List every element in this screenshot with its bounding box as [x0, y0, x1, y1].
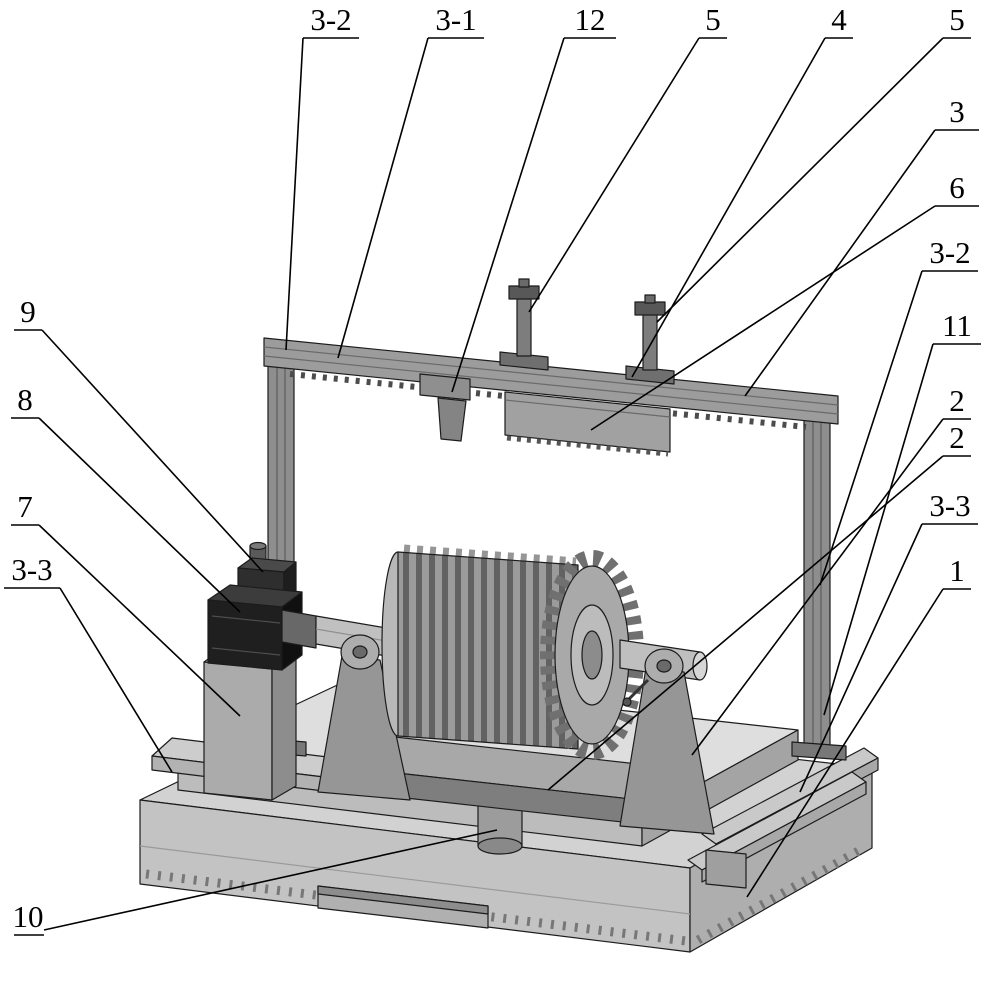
label-3: 3 — [949, 94, 965, 129]
label-2-a: 2 — [949, 383, 965, 418]
label-6: 6 — [949, 170, 965, 205]
callout-3-3-left: 3-3 — [4, 552, 173, 773]
label-3-1: 3-1 — [435, 2, 476, 37]
callout-2-a: 2 — [691, 383, 971, 756]
callout-4: 4 — [631, 2, 853, 378]
label-3-2-right: 3-2 — [929, 235, 970, 270]
label-3-2-top: 3-2 — [310, 2, 351, 37]
callout-8: 8 — [11, 382, 241, 613]
sensor-probe-left — [499, 278, 549, 371]
machine-drawing — [139, 278, 879, 953]
shaft-coupling — [281, 609, 317, 649]
callout-10: 10 — [13, 829, 498, 936]
bearing-stand-left — [317, 634, 411, 801]
label-9: 9 — [20, 294, 36, 329]
label-8: 8 — [17, 382, 33, 417]
callout-3-2-top: 3-2 — [285, 2, 359, 351]
label-12: 12 — [575, 2, 606, 37]
callout-3-1: 3-1 — [337, 2, 484, 359]
callout-12: 12 — [451, 2, 616, 393]
gantry-frame — [255, 278, 847, 761]
label-7: 7 — [17, 489, 33, 524]
callout-2-b: 2 — [547, 420, 971, 791]
callout-9: 9 — [14, 294, 264, 573]
callout-1: 1 — [746, 553, 971, 898]
motor-assembly — [203, 541, 317, 801]
label-3-3-right: 3-3 — [929, 488, 970, 523]
callout-5-right: 5 — [656, 2, 971, 323]
label-10: 10 — [13, 899, 44, 934]
label-5-left: 5 — [705, 2, 721, 37]
callout-7: 7 — [11, 489, 241, 717]
callout-3-3-right: 3-3 — [799, 488, 978, 793]
label-1: 1 — [949, 553, 965, 588]
callout-5-left: 5 — [528, 2, 727, 313]
label-3-3-left: 3-3 — [11, 552, 52, 587]
label-2-b: 2 — [949, 420, 965, 455]
label-5-right: 5 — [949, 2, 965, 37]
sensor-probe-right — [625, 294, 675, 385]
callouts: 3-2 3-1 12 5 4 5 — [4, 2, 981, 936]
callout-3-2-right: 3-2 — [819, 235, 978, 586]
gear-rotor — [381, 544, 644, 760]
right-guide-rails — [687, 747, 879, 889]
sensor-mount-block — [504, 391, 671, 457]
label-11: 11 — [942, 308, 972, 343]
base-front-slot — [317, 885, 489, 929]
label-4: 4 — [831, 2, 847, 37]
callout-6: 6 — [590, 170, 979, 431]
drive-motor — [207, 584, 303, 671]
callout-11: 11 — [823, 308, 981, 716]
callout-3: 3 — [744, 94, 979, 397]
hanging-bracket — [419, 373, 471, 442]
